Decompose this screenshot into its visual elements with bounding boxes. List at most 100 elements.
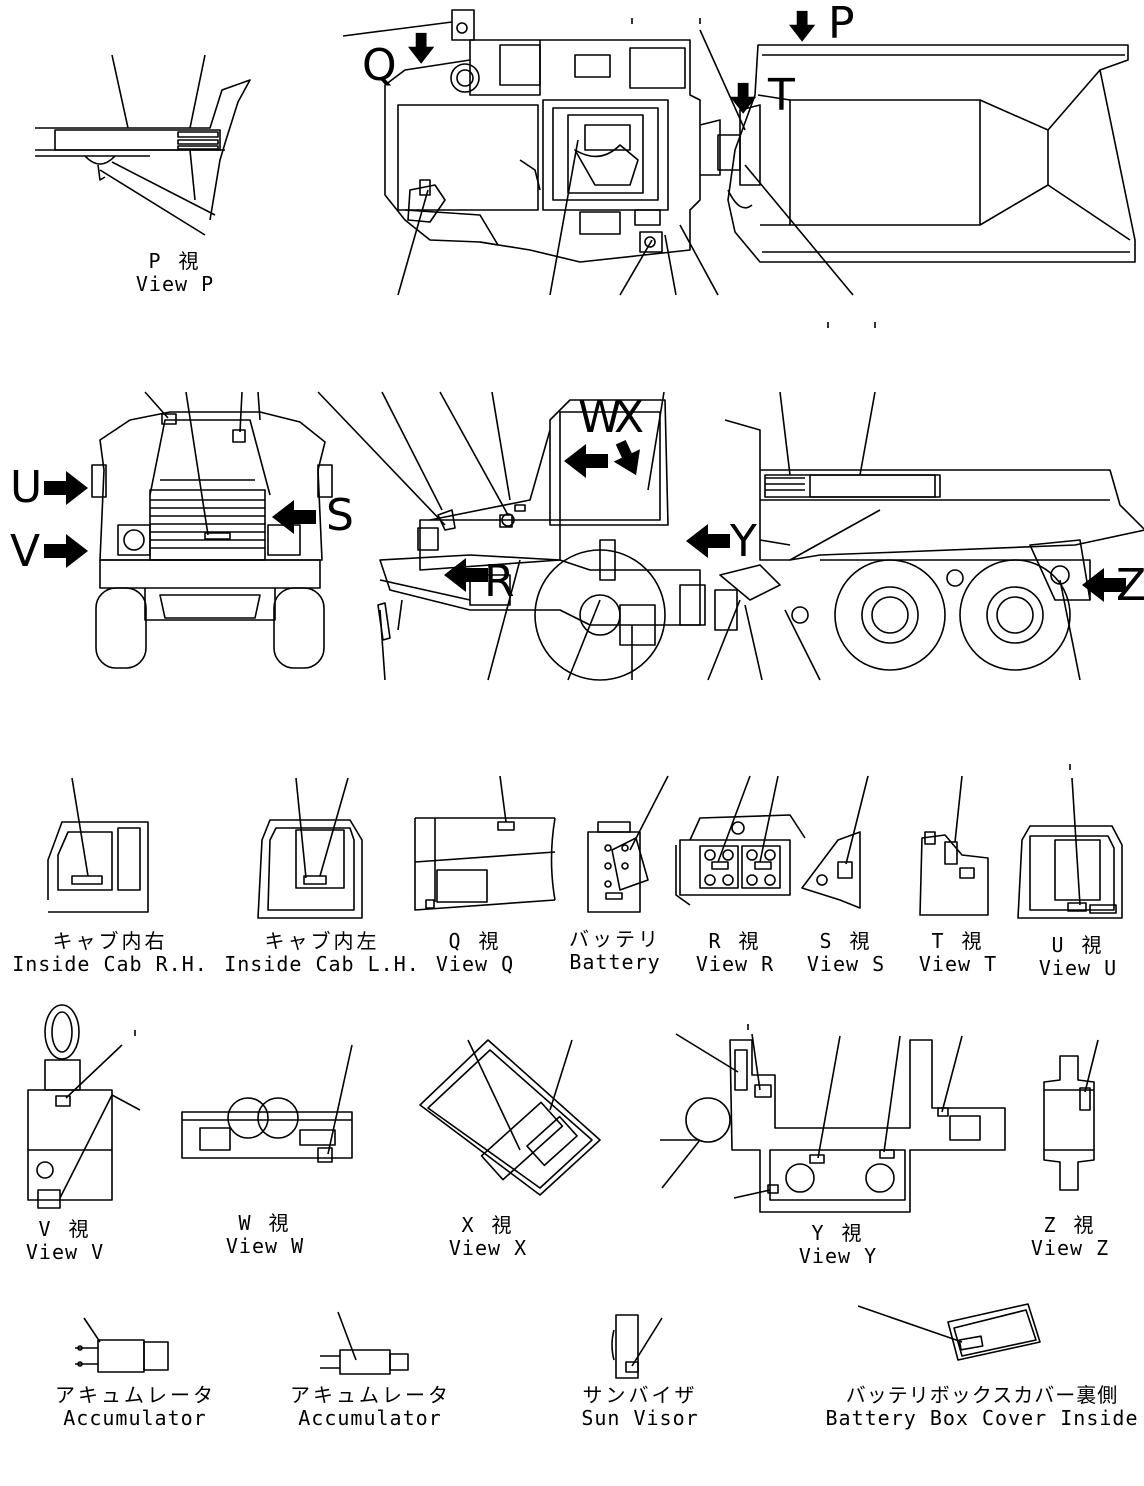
- front-view: [92, 392, 332, 668]
- caption-view-z: Z 視 View Z: [1020, 1214, 1120, 1260]
- caption-jp: Q 視: [448, 929, 502, 953]
- battery-detail: [588, 776, 668, 912]
- view-marker-x: X: [614, 392, 645, 443]
- caption-inside-cab-rh: キャブ内右 Inside Cab R.H.: [5, 930, 215, 976]
- caption-en: View R: [695, 952, 775, 976]
- caption-jp: バッテリボックスカバー裏側: [845, 1383, 1119, 1407]
- arrow-down-icon: [730, 82, 757, 114]
- caption-view-y: Y 視 View Y: [788, 1222, 888, 1268]
- caption-view-s: S 視 View S: [796, 930, 896, 976]
- caption-view-q: Q 視 View Q: [425, 930, 525, 976]
- caption-view-t: T 視 View T: [908, 930, 1008, 976]
- view-marker-s: S: [326, 490, 354, 541]
- view-marker-p: P: [828, 0, 855, 49]
- caption-en: Inside Cab R.H.: [12, 952, 208, 976]
- arrow-down-icon: [408, 32, 435, 64]
- arrow-left-icon: [686, 524, 730, 558]
- caption-en: Accumulator: [298, 1406, 442, 1430]
- caption-jp: アキュムレータ: [290, 1383, 451, 1407]
- arrow-left-icon: [444, 558, 488, 592]
- tick-marks: [135, 18, 1070, 1036]
- inside-cab-rh-detail: [48, 778, 148, 912]
- caption-jp: Z 視: [1043, 1213, 1097, 1237]
- caption-en: View Q: [435, 952, 515, 976]
- top-plan-view: [343, 10, 1135, 295]
- arrow-left-icon: [564, 444, 608, 478]
- caption-jp: キャブ内右: [52, 929, 168, 953]
- view-marker-w: W: [578, 392, 622, 443]
- caption-view-p: P 視 View P: [115, 250, 235, 296]
- caption-jp: P 視: [148, 249, 202, 273]
- caption-jp: R 視: [708, 929, 762, 953]
- caption-jp: U 視: [1051, 933, 1105, 957]
- view-r-detail: [676, 776, 805, 905]
- caption-jp: X 視: [461, 1213, 515, 1237]
- caption-battery: バッテリ Battery: [560, 928, 670, 974]
- caption-view-x: X 視 View X: [438, 1214, 538, 1260]
- view-marker-y: Y: [730, 516, 757, 567]
- view-x-detail: [420, 1040, 600, 1195]
- caption-en: Sun Visor: [581, 1406, 699, 1430]
- caption-accumulator-2: アキュムレータ Accumulator: [290, 1384, 450, 1430]
- arrow-left-icon: [1082, 568, 1126, 602]
- caption-accumulator-1: アキュムレータ Accumulator: [55, 1384, 215, 1430]
- caption-battery-box-cover: バッテリボックスカバー裏側 Battery Box Cover Inside: [822, 1384, 1142, 1430]
- caption-en: View W: [225, 1234, 305, 1258]
- view-p-detail: [35, 55, 250, 235]
- caption-jp: バッテリ: [569, 927, 661, 951]
- caption-view-u: U 視 View U: [1028, 934, 1128, 980]
- battery-box-cover-detail: [858, 1304, 1040, 1360]
- side-view: [318, 392, 1144, 680]
- accumulator-1-detail: [75, 1318, 168, 1372]
- view-q-detail: [415, 776, 555, 910]
- caption-en: View V: [25, 1240, 105, 1264]
- caption-jp: アキュムレータ: [55, 1383, 216, 1407]
- inside-cab-lh-detail: [258, 778, 362, 918]
- caption-view-w: W 視 View W: [215, 1212, 315, 1258]
- arrow-down-left-icon: [613, 439, 641, 476]
- view-marker-u: U: [10, 462, 43, 513]
- view-z-detail: [1044, 1040, 1098, 1190]
- caption-en: View P: [135, 272, 215, 296]
- view-w-detail: [182, 1045, 352, 1162]
- caption-en: Battery: [569, 950, 661, 974]
- caption-inside-cab-lh: キャブ内左 Inside Cab L.H.: [222, 930, 422, 976]
- view-v-detail: [28, 1005, 140, 1208]
- view-t-detail: [920, 776, 988, 915]
- caption-en: View Y: [798, 1244, 878, 1268]
- caption-jp: W 視: [238, 1211, 292, 1235]
- caption-view-r: R 視 View R: [685, 930, 785, 976]
- caption-jp: T 視: [931, 929, 985, 953]
- sun-visor-detail: [612, 1315, 662, 1378]
- arrow-right-icon: [44, 471, 88, 505]
- caption-jp: V 視: [38, 1217, 92, 1241]
- caption-en: View U: [1038, 956, 1118, 980]
- arrow-down-icon: [789, 10, 816, 42]
- caption-en: View X: [448, 1236, 528, 1260]
- view-marker-v: V: [10, 526, 41, 577]
- caption-en: Accumulator: [63, 1406, 207, 1430]
- caption-en: View T: [918, 952, 998, 976]
- caption-jp: S 視: [819, 929, 873, 953]
- caption-view-v: V 視 View V: [15, 1218, 115, 1264]
- view-y-detail: [660, 1034, 1005, 1212]
- view-marker-q: Q: [362, 40, 397, 91]
- view-s-detail: [802, 776, 868, 908]
- view-marker-t: T: [768, 70, 795, 121]
- arrow-left-icon: [272, 500, 316, 534]
- view-u-detail: [1018, 778, 1122, 918]
- arrow-right-icon: [44, 534, 88, 568]
- caption-sun-visor: サンバイザ Sun Visor: [570, 1384, 710, 1430]
- accumulator-2-detail: [320, 1312, 408, 1374]
- view-marker-r: R: [484, 556, 515, 607]
- caption-en: Inside Cab L.H.: [224, 952, 420, 976]
- view-marker-z: Z: [1116, 560, 1144, 611]
- caption-jp: サンバイザ: [582, 1383, 698, 1407]
- caption-jp: キャブ内左: [264, 929, 380, 953]
- caption-en: View Z: [1030, 1236, 1110, 1260]
- caption-en: View S: [806, 952, 886, 976]
- caption-jp: Y 視: [811, 1221, 865, 1245]
- caption-en: Battery Box Cover Inside: [825, 1406, 1139, 1430]
